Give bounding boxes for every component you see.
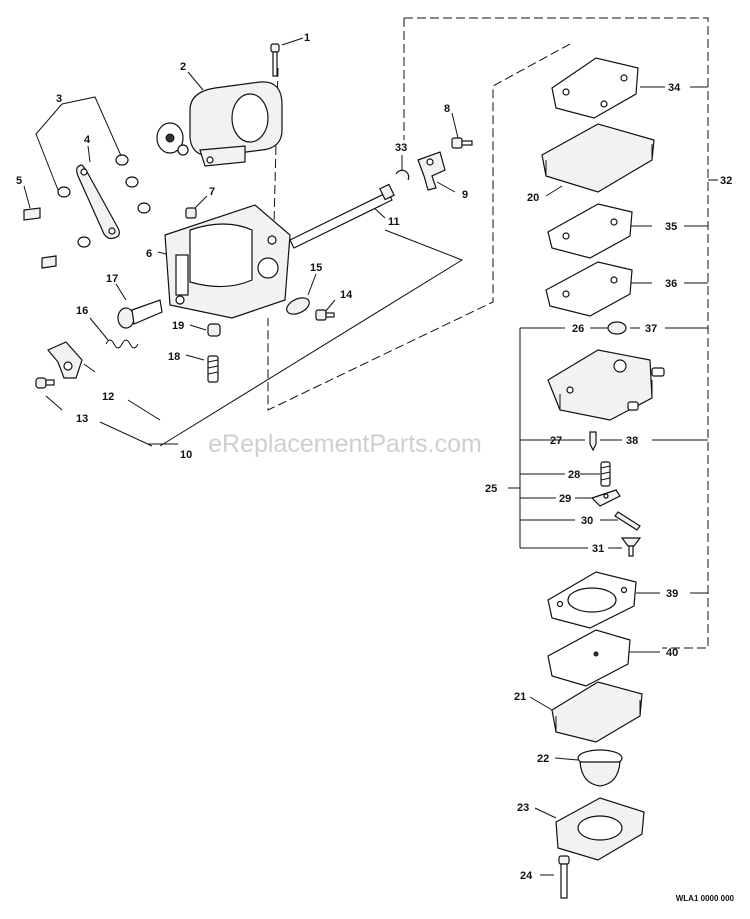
callout-25: 25 (485, 483, 497, 495)
part-34-gasket (551, 57, 639, 119)
callout-31: 31 (592, 543, 604, 555)
part-33-clip (395, 169, 410, 181)
part-21-cover (551, 681, 643, 743)
callout-33: 33 (395, 142, 407, 154)
part-11-throttle-shaft (289, 183, 395, 249)
part-28-spring (600, 461, 611, 487)
part-29-lever (590, 489, 621, 507)
leader-lines (23, 37, 718, 876)
callout-4: 4 (84, 134, 91, 146)
watermark-text: eReplacementParts.com (208, 430, 482, 458)
callout-38: 38 (626, 435, 638, 447)
part-17-idle-screw (117, 299, 163, 329)
callout-10: 10 (180, 449, 192, 461)
callout-22: 22 (537, 753, 549, 765)
dashed-group-lines (267, 17, 709, 649)
part-24-screw (558, 855, 570, 899)
callout-2: 2 (180, 61, 186, 73)
callout-18: 18 (168, 351, 180, 363)
callout-30: 30 (581, 515, 593, 527)
callout-1: 1 (304, 32, 310, 44)
part-36-gasket (545, 261, 633, 317)
part-2-solenoid-body (156, 81, 283, 167)
callout-32: 32 (720, 175, 732, 187)
part-4-link (76, 164, 120, 240)
part-22-primer-bulb (577, 749, 623, 787)
part-31-screw (620, 537, 642, 557)
part-19-plug (207, 323, 221, 337)
callout-36: 36 (665, 278, 677, 290)
part-9-lever (417, 151, 446, 191)
callout-9: 9 (462, 189, 468, 201)
part-13-screw (35, 377, 55, 389)
callout-5: 5 (16, 175, 22, 187)
part-25-metering-body (547, 349, 665, 421)
part-40-diaphragm (547, 629, 631, 687)
part-20-pump-plate (541, 123, 655, 193)
callout-27: 27 (550, 435, 562, 447)
callout-20: 20 (527, 192, 539, 204)
part-26-cap (607, 321, 627, 335)
part-3-washers (57, 154, 151, 248)
part-27-needle (589, 431, 597, 452)
callout-14: 14 (340, 289, 353, 301)
part-8-screw (451, 137, 473, 149)
callout-15: 15 (310, 262, 322, 274)
callout-24: 24 (520, 870, 533, 882)
callout-39: 39 (666, 588, 678, 600)
callout-6: 6 (146, 248, 152, 260)
callout-12: 12 (102, 391, 114, 403)
callout-37: 37 (645, 323, 657, 335)
part-16-spring (105, 339, 139, 349)
callout-16: 16 (76, 305, 88, 317)
part-12-lever (47, 341, 83, 379)
callout-13: 13 (76, 413, 88, 425)
callout-11: 11 (388, 216, 400, 228)
callout-35: 35 (665, 221, 677, 233)
part-5-clips (23, 207, 57, 269)
part-18-spring (207, 355, 219, 383)
part-1-screw (270, 43, 280, 77)
part-14-screw (315, 309, 335, 321)
part-39-gasket (547, 571, 637, 629)
callout-28: 28 (568, 469, 580, 481)
callout-19: 19 (172, 320, 184, 332)
callout-8: 8 (444, 103, 450, 115)
callout-21: 21 (514, 691, 526, 703)
callout-26: 26 (572, 323, 584, 335)
callout-29: 29 (559, 493, 571, 505)
callout-17: 17 (106, 273, 118, 285)
part-15-throttle-plate (286, 297, 310, 315)
diagram-code: WLA1 0000 000 (676, 894, 735, 903)
callout-labels: 1 2 3 4 5 6 7 8 9 10 11 12 13 14 15 16 1… (16, 32, 732, 882)
part-23-retainer (555, 797, 645, 861)
callout-3: 3 (56, 93, 62, 105)
callout-34: 34 (668, 82, 681, 94)
callout-40: 40 (666, 647, 678, 659)
part-7-plug (185, 207, 197, 219)
part-6-carburetor-body (164, 204, 291, 319)
part-35-gasket (547, 203, 633, 259)
part-30-pin (614, 511, 641, 531)
callout-23: 23 (517, 802, 529, 814)
callout-7: 7 (209, 186, 215, 198)
